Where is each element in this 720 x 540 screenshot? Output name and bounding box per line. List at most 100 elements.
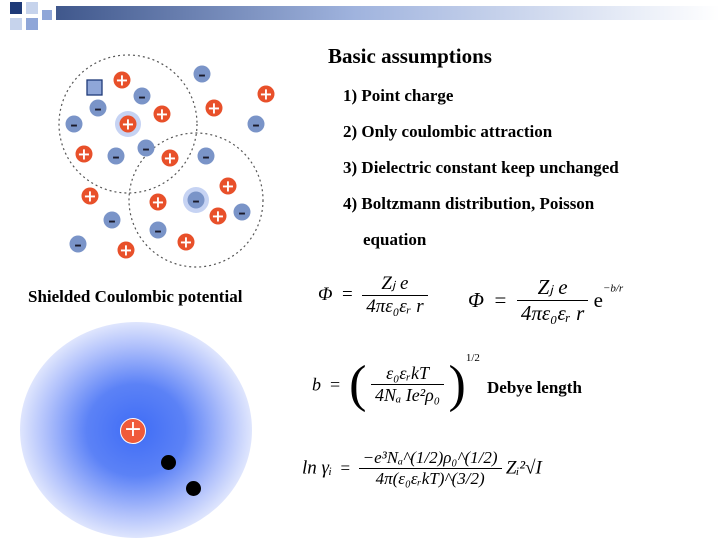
minus-icon: – (138, 88, 146, 106)
ion-cloud-boundary (58, 54, 198, 194)
positive-ion (177, 233, 195, 251)
positive-ion (209, 207, 227, 225)
equation-fraction: ε₀εᵣkT 4Nₐ Ie²ρ₀ (370, 363, 445, 406)
assumption-2: 2) Only coulombic attraction (343, 122, 553, 141)
minus-icon: – (142, 140, 150, 158)
equation-lhs: b (312, 374, 321, 395)
plus-icon: + (121, 115, 134, 134)
equation-fraction: Zⱼ e 4πε₀εᵣ r (362, 272, 428, 318)
equation-phi-simple: Φ = Zⱼ e 4πε₀εᵣ r (318, 272, 428, 318)
plus-icon: + (115, 71, 128, 90)
shielded-potential-label: Shielded Coulombic potential (28, 287, 243, 306)
equation-tail: Zᵢ²√I (505, 457, 542, 479)
positive-ion (153, 105, 171, 123)
plus-icon: + (119, 241, 132, 260)
negative-ion (193, 65, 211, 83)
equation-activity-coefficient: ln γᵢ = −e³Nₐ^(1/2)ρ₀^(1/2) 4π(ε₀εᵣkT)^(… (302, 448, 542, 489)
assumption-1: 1) Point charge (343, 86, 454, 105)
corner-square-dark (10, 2, 22, 14)
plus-icon: + (211, 207, 224, 226)
equation-denominator: 4π(ε₀εᵣkT)^(3/2) (375, 469, 485, 488)
corner-squares-svg (10, 2, 720, 30)
positive-ion (119, 115, 137, 133)
negative-ion (107, 147, 125, 165)
equation-fraction: Zⱼ e 4πε₀εᵣ r (516, 275, 589, 326)
corner-square-light (26, 2, 38, 14)
positive-ion (205, 99, 223, 117)
positive-ion (117, 241, 135, 259)
equation-exponent: −b/r (602, 282, 624, 295)
positive-ion (81, 187, 99, 205)
plus-icon: + (163, 149, 176, 168)
equation-denominator: 4πε₀εᵣ r (366, 296, 424, 317)
positive-ion (257, 85, 275, 103)
minus-icon: – (154, 222, 162, 240)
negative-ion (65, 115, 83, 133)
plus-icon: + (259, 85, 272, 104)
negative-ion (197, 147, 215, 165)
equation-lhs: Φ (468, 288, 484, 312)
negative-ion (89, 99, 107, 117)
plus-icon: + (83, 187, 96, 206)
assumption-3: 3) Dielectric constant keep unchanged (343, 158, 619, 177)
plus-icon: + (123, 417, 143, 442)
positive-ion (219, 177, 237, 195)
minus-icon: – (192, 192, 200, 210)
plus-icon: + (179, 233, 192, 252)
corner-decoration (0, 0, 720, 40)
negative-ion (133, 87, 151, 105)
negative-ion (247, 115, 265, 133)
minus-icon: – (202, 148, 210, 166)
equation-lhs: Φ (318, 284, 333, 305)
equation-lhs: ln γᵢ (302, 457, 333, 479)
plus-icon: + (77, 145, 90, 164)
minus-icon: – (74, 236, 82, 254)
ion-atmosphere-diagram: +–+––++–+–+––+–++–++–––+–+ (58, 54, 275, 268)
negative-ion (103, 211, 121, 229)
corner-square-mid (26, 18, 38, 30)
point-charge-dot (186, 481, 201, 496)
corner-square-small (42, 10, 52, 20)
central-positive-ion (120, 418, 146, 444)
equation-numerator: ε₀εᵣkT (370, 363, 445, 386)
plus-icon: + (151, 193, 164, 212)
negative-ion (69, 235, 87, 253)
minus-icon: – (198, 66, 206, 84)
plus-icon: + (155, 105, 168, 124)
equation-numerator: Zⱼ e (516, 275, 589, 301)
positive-ion (149, 193, 167, 211)
debye-length-label: Debye length (487, 378, 582, 397)
slide-title: Basic assumptions (328, 44, 492, 68)
minus-icon: – (238, 204, 246, 222)
minus-icon: – (112, 148, 120, 166)
top-gradient-bar (56, 6, 720, 20)
negative-ion (137, 139, 155, 157)
minus-icon: – (94, 100, 102, 118)
equation-denominator: 4Nₐ Ie²ρ₀ (374, 385, 441, 406)
equation-power: 1/2 (465, 352, 480, 364)
equation-numerator: Zⱼ e (362, 272, 428, 296)
equation-numerator: −e³Nₐ^(1/2)ρ₀^(1/2) (358, 448, 502, 469)
ion-cloud-boundary (128, 132, 264, 268)
minus-icon: – (252, 116, 260, 134)
negative-ion (149, 221, 167, 239)
point-charge-dot (161, 455, 176, 470)
ion-group: +–+––++–+–+––+–++–++–––+–+ (65, 65, 275, 260)
corner-square-light (10, 18, 22, 30)
positive-ion (161, 149, 179, 167)
assumption-4-cont: equation (363, 230, 427, 249)
minus-icon: – (108, 212, 116, 230)
equation-phi-shielded: Φ = Zⱼ e 4πε₀εᵣ r e−b/r (468, 275, 624, 326)
negative-ion (233, 203, 251, 221)
plus-icon: + (221, 177, 234, 196)
equation-debye: b = ( ε₀εᵣkT 4Nₐ Ie²ρ₀ )1/2 (312, 352, 480, 413)
assumption-4: 4) Boltzmann distribution, Poisson (343, 194, 595, 213)
negative-ion (187, 191, 205, 209)
equation-fraction: −e³Nₐ^(1/2)ρ₀^(1/2) 4π(ε₀εᵣkT)^(3/2) (358, 448, 502, 489)
equation-denominator: 4πε₀εᵣ r (520, 301, 585, 325)
minus-icon: – (70, 116, 78, 134)
positive-ion (113, 71, 131, 89)
plus-icon: + (207, 99, 220, 118)
positive-ion (75, 145, 93, 163)
reference-square-icon (86, 79, 103, 96)
